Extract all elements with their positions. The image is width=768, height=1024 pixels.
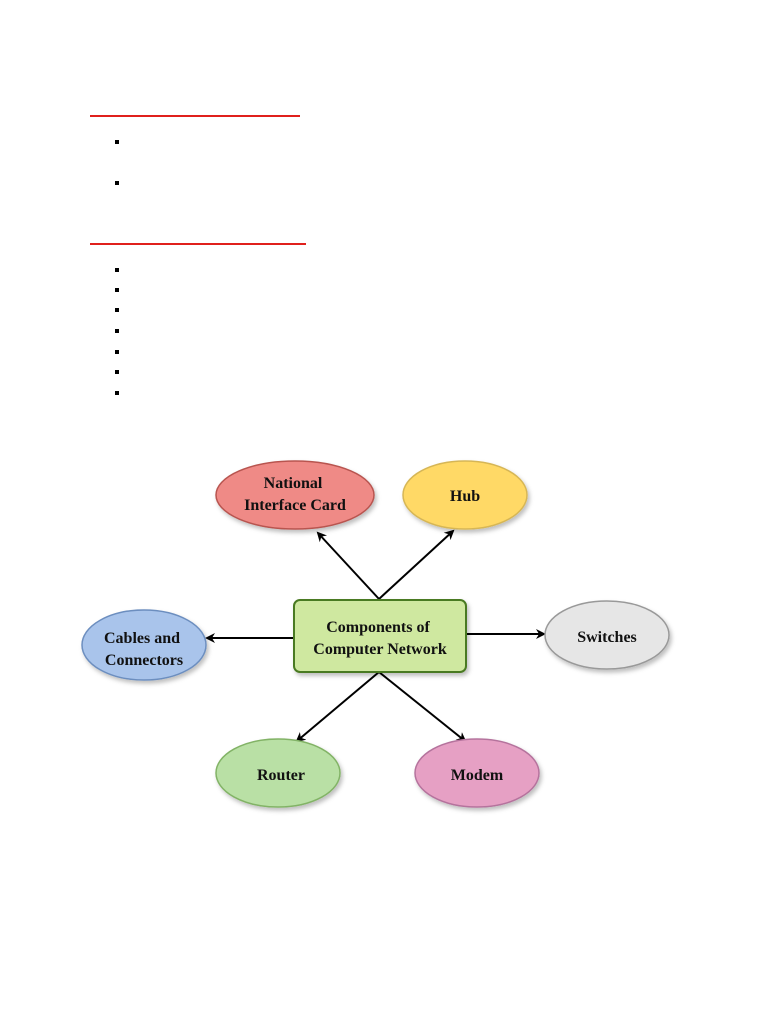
node-router: Router [215, 738, 341, 808]
node-router-shape [215, 738, 341, 808]
section-b-bullet [115, 350, 119, 354]
svg-text:Router: Router [257, 767, 305, 784]
svg-text:Switches: Switches [577, 629, 637, 646]
connector-hub [378, 529, 455, 600]
section-b-heading-rule [90, 243, 306, 245]
node-switches-shape [544, 600, 670, 670]
svg-text:Modem: Modem [451, 767, 504, 784]
section-b-bullet [115, 308, 119, 312]
connector-nic [316, 531, 380, 600]
node-cables-and-connectors-label-line1: Cables and [104, 630, 180, 647]
node-hub-label: Hub [450, 488, 480, 505]
node-hub-shape [402, 460, 528, 530]
node-national-interface-card-label-line1: National [264, 475, 323, 492]
node-cables-and-connectors: Cables and Connectors [81, 609, 207, 681]
svg-text:Components of Computer N: Components of Computer Network [313, 619, 447, 658]
section-a-bullet [115, 181, 119, 185]
section-b-bullet [115, 268, 119, 272]
section-b-bullet [115, 329, 119, 333]
center-node-label-line2: Computer Network [313, 641, 447, 658]
section-a-bullet [115, 140, 119, 144]
svg-text:Hub: Hub [450, 488, 480, 505]
node-switches-label: Switches [577, 629, 637, 646]
connector-router [295, 671, 380, 743]
center-node-box [293, 599, 467, 673]
center-node-label-line1: Components of [326, 619, 430, 636]
node-router-label: Router [257, 767, 305, 784]
node-cables-and-connectors-label-line2: Connectors [105, 652, 183, 669]
node-hub: Hub [402, 460, 528, 530]
section-b-bullet [115, 288, 119, 292]
svg-text:Cables and Connectors: Cables and Connectors [104, 630, 184, 669]
section-b-bullet [115, 391, 119, 395]
node-cables-and-connectors-shape [81, 609, 207, 681]
node-modem-shape [414, 738, 540, 808]
node-national-interface-card-shape [215, 460, 375, 530]
node-modem: Modem [414, 738, 540, 808]
section-a-heading-rule [90, 115, 300, 117]
connector-modem [378, 671, 467, 743]
node-national-interface-card: National Interface Card [215, 460, 375, 530]
svg-text:National Interface Card: National Interface Card [244, 475, 346, 514]
node-national-interface-card-label-line2: Interface Card [244, 497, 346, 514]
center-node: Components of Computer Network [293, 599, 467, 673]
node-modem-label: Modem [451, 767, 504, 784]
node-switches: Switches [544, 600, 670, 670]
section-b-bullet [115, 370, 119, 374]
